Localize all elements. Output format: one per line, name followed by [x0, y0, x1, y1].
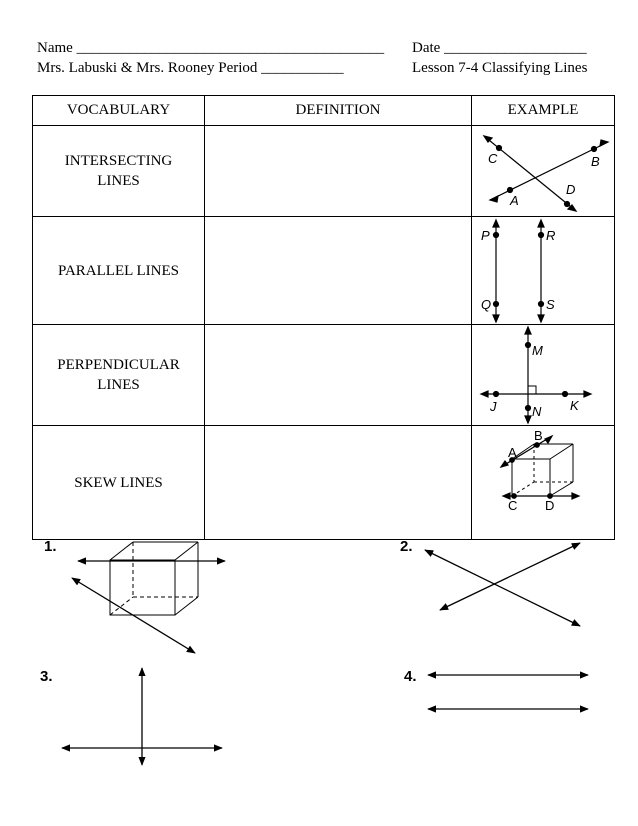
definition-cell[interactable]	[204, 425, 472, 540]
term-parallel-lines: PARALLEL LINES	[32, 216, 205, 325]
table-row: PARALLEL LINES P R Q	[32, 216, 615, 325]
problem-number: 1.	[44, 538, 57, 555]
term-label: PERPENDICULAR LINES	[57, 357, 180, 393]
example-cell: B A C D	[471, 425, 615, 540]
term-intersecting-lines: INTERSECTING LINES	[32, 125, 205, 217]
point-label: N	[532, 404, 542, 419]
table-row: SKEW LINES	[32, 425, 615, 540]
problem-4-parallel-diagram	[427, 671, 589, 713]
vocabulary-table: VOCABULARY DEFINITION EXAMPLE INTERSECTI…	[32, 95, 615, 540]
point-label: A	[508, 445, 517, 460]
term-skew-lines: SKEW LINES	[32, 425, 205, 540]
point-label: K	[570, 398, 580, 413]
definition-cell[interactable]	[204, 324, 472, 426]
example-cell: M J N K	[471, 324, 615, 426]
term-perpendicular-lines: PERPENDICULAR LINES	[32, 324, 205, 426]
skew-lines-cube-diagram: B A C D	[499, 428, 581, 513]
problem-number: 2.	[400, 538, 413, 555]
name-field-line[interactable]: Name ___________________________________…	[37, 40, 385, 56]
problem-diagrams	[61, 541, 589, 766]
column-header-definition: DEFINITION	[204, 95, 472, 126]
point-label: C	[508, 498, 517, 513]
point-label: B	[591, 154, 600, 169]
point-label: C	[488, 151, 498, 166]
point-label: D	[545, 498, 554, 513]
point-label: P	[481, 228, 490, 243]
point-label: M	[532, 343, 543, 358]
table-row: PERPENDICULAR LINES M J	[32, 324, 615, 426]
point-label: Q	[481, 297, 491, 312]
point-label: A	[509, 193, 519, 208]
definition-cell[interactable]	[204, 216, 472, 325]
date-field-line[interactable]: Date ___________________	[412, 40, 587, 56]
point-label: J	[489, 399, 497, 414]
problem-1-cube-diagram	[71, 541, 226, 654]
problem-number: 4.	[404, 668, 417, 685]
point-label: D	[566, 182, 575, 197]
example-cell: C B A D	[471, 125, 615, 217]
table-row: INTERSECTING LINES C B A	[32, 125, 615, 217]
example-cell: P R Q S	[471, 216, 615, 325]
lesson-title: Lesson 7-4 Classifying Lines	[412, 60, 588, 76]
term-label: PARALLEL LINES	[58, 262, 179, 279]
perpendicular-lines-diagram: M J N K	[479, 325, 593, 425]
point-label: B	[534, 428, 543, 443]
definition-cell[interactable]	[204, 125, 472, 217]
column-header-example: EXAMPLE	[471, 95, 615, 126]
term-label: SKEW LINES	[74, 474, 163, 491]
teacher-period-line[interactable]: Mrs. Labuski & Mrs. Rooney Period ______…	[37, 60, 344, 76]
problem-3-perpendicular-diagram	[61, 667, 223, 766]
point-label: S	[546, 297, 555, 312]
parallel-lines-diagram: P R Q S	[481, 218, 555, 324]
term-label: INTERSECTING LINES	[64, 153, 173, 189]
problem-2-intersecting-diagram	[424, 542, 581, 627]
column-header-vocabulary: VOCABULARY	[32, 95, 205, 126]
intersecting-lines-diagram: C B A D	[482, 135, 610, 212]
point-label: R	[546, 228, 555, 243]
table-header-row: VOCABULARY DEFINITION EXAMPLE	[32, 95, 615, 126]
problem-number: 3.	[40, 668, 53, 685]
